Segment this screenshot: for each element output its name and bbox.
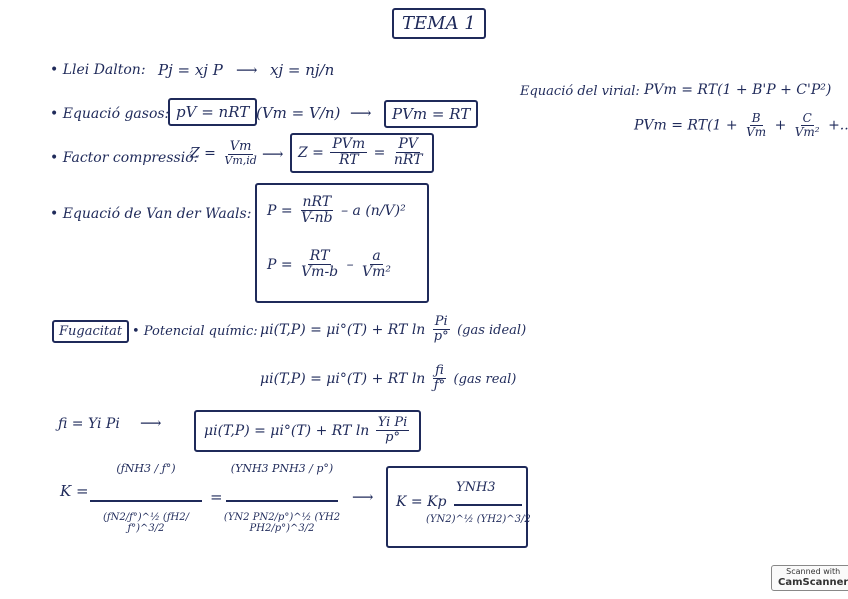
scanner-line1: Scanned with xyxy=(786,567,841,576)
dalton-eq1: Pj = xj P xyxy=(158,61,223,79)
virial-b-num: B xyxy=(749,111,763,127)
page-title: TEMA 1 xyxy=(392,8,486,39)
compress-box-num2: PV xyxy=(396,136,420,154)
camscanner-badge: Scanned with CamScanner xyxy=(771,565,848,591)
eq2-note: (gas real) xyxy=(453,371,517,387)
vdw-n1: nRT xyxy=(300,194,334,212)
eq2-lhs: μi(T,P) = μi°(T) + RT ln xyxy=(260,370,426,387)
k-den1: (ƒN2/ƒ°)^½ (ƒH2/ƒ°)^3/2 xyxy=(103,512,189,534)
eq1-den: p° xyxy=(433,329,449,345)
virial-eq2-lhs: PVm = RT(1 + xyxy=(634,117,738,134)
eq3-num: Yi Pi xyxy=(375,415,410,432)
vdw-d1: V-nb xyxy=(301,210,333,227)
eq1-note: (gas ideal) xyxy=(457,322,527,338)
eq1-num: Pi xyxy=(432,314,450,331)
virial-plus: + xyxy=(774,117,787,134)
k-fraction-bar-1 xyxy=(90,500,202,502)
fugacity-arrow: ⟶ xyxy=(140,414,162,432)
fugacity-def: ƒi = Yi Pi xyxy=(58,416,120,432)
k-fraction-bar-2 xyxy=(226,500,338,502)
scanner-line2: CamScanner xyxy=(778,576,848,588)
vdw-minus1: – a xyxy=(341,202,361,219)
kp-box: K = Kp YNH3 (YN2)^½ (YH2)^3/2 xyxy=(386,466,531,548)
gasos-label: • Equació gasos: xyxy=(50,106,170,122)
vdw-d3: Vm² xyxy=(362,264,392,281)
vdw-p1: P = xyxy=(267,202,293,219)
vdw-paren: (n/V)² xyxy=(365,202,406,219)
compress-arrow: ⟶ xyxy=(262,145,284,163)
vdw-n3: a xyxy=(370,248,383,266)
dalton-arrow: ⟶ xyxy=(236,61,258,79)
gasos-arrow: ⟶ xyxy=(350,104,372,122)
k-lhs: K = xyxy=(60,482,89,500)
virial-label: Equació del virial: xyxy=(520,84,640,99)
compress-box-num1: PVm xyxy=(330,136,368,154)
ideal-gas-box: pV = nRT xyxy=(168,98,258,126)
eq2-num: ƒi xyxy=(433,363,446,380)
eq3-lhs: μi(T,P) = μi°(T) + RT ln xyxy=(204,422,370,439)
virial-b-den: Vm xyxy=(746,125,767,140)
dalton-eq2: xj = nj/n xyxy=(270,61,335,79)
eq1-lhs: μi(T,P) = μi°(T) + RT ln xyxy=(260,321,426,338)
compress-box-lhs: Z = xyxy=(298,144,324,161)
fugacitat-box: Fugacitat xyxy=(52,320,130,343)
dalton-label: • Llei Dalton: xyxy=(50,62,146,78)
compress-box-den2: nRT xyxy=(393,152,423,169)
compress-label: • Factor compressió: xyxy=(50,150,199,166)
kp-den: (YN2)^½ (YH2)^3/2 xyxy=(426,514,531,525)
k-num2: (YNH3 PNH3 / p°) xyxy=(230,462,334,475)
potencial-label: • Potencial químic: xyxy=(132,324,258,339)
virial-tail: +...) xyxy=(828,117,848,134)
compress-num: Vm xyxy=(227,139,254,156)
kp-num: YNH3 xyxy=(456,480,496,495)
compress-box-den1: RT xyxy=(338,152,359,169)
molar-gas-box: PVm = RT xyxy=(384,100,479,128)
vdw-p2: P = xyxy=(267,256,293,273)
vdw-d2: Vm-b xyxy=(301,264,339,281)
vdw-minus2: – xyxy=(346,256,354,273)
k-arrow: ⟶ xyxy=(352,488,374,506)
k-den2: (YN2 PN2/p°)^½ (YH2 PH2/p°)^3/2 xyxy=(223,512,341,534)
k-eq: = xyxy=(210,488,223,506)
compress-box-eq: = xyxy=(373,144,386,161)
virial-eq1: PVm = RT(1 + B'P + C'P²) xyxy=(644,82,832,98)
virial-c-den: Vm² xyxy=(794,125,820,140)
compress-lhs: Z = xyxy=(190,145,216,162)
k-num1: (ƒNH3 / ƒ°) xyxy=(116,462,176,475)
virial-c-num: C xyxy=(800,111,814,127)
eq3-den: p° xyxy=(385,430,400,446)
vdw-n2: RT xyxy=(307,248,332,266)
kp-fraction-bar xyxy=(454,504,522,506)
compress-den: Vm,id xyxy=(224,154,257,168)
eq2-den: ƒ° xyxy=(433,378,446,394)
vdw-label: • Equació de Van der Waals: xyxy=(50,206,252,222)
kp-lhs: K = Kp xyxy=(396,494,447,510)
molar-volume-eq: (Vm = V/n) xyxy=(256,104,341,122)
